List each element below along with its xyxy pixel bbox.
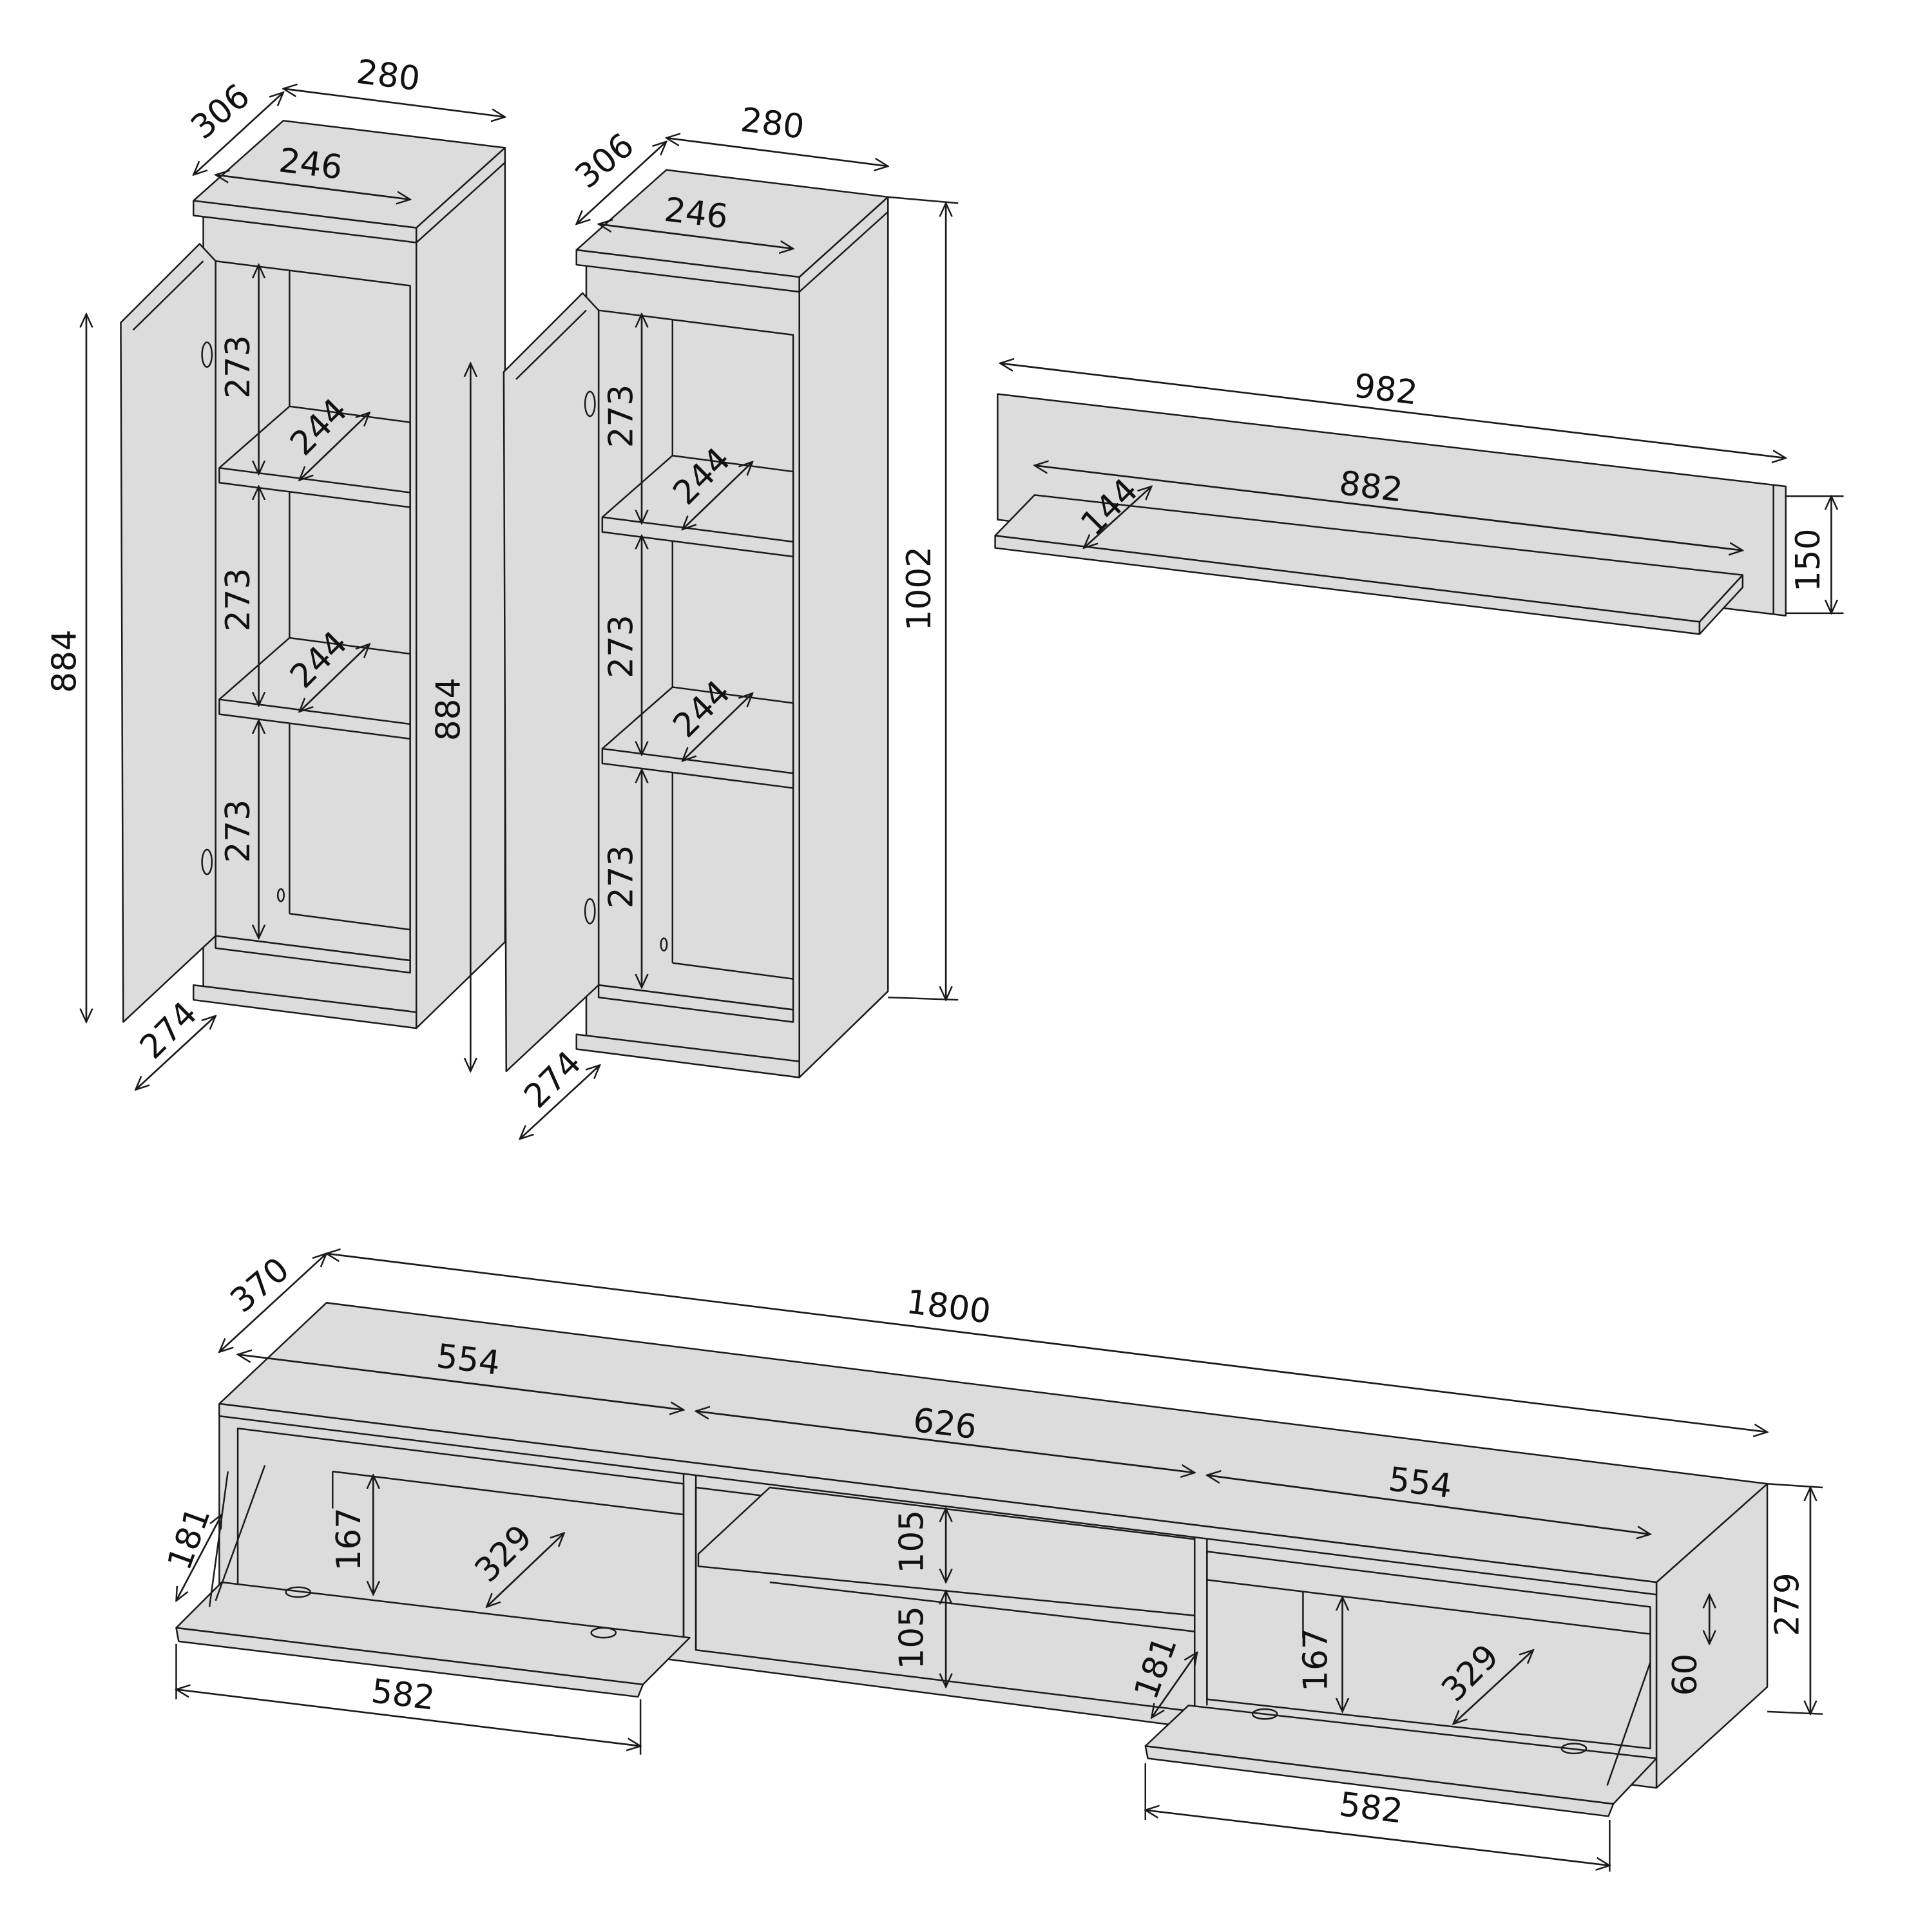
- dim-cab-right-width: 280: [738, 100, 806, 147]
- dim-tv-middle-upper-height: 105: [892, 1510, 931, 1573]
- dim-cab-left-gap-3: 273: [219, 799, 258, 863]
- dim-tv-middle-lower-height: 105: [892, 1606, 931, 1669]
- dim-shelf-inner-width: 882: [1337, 464, 1405, 510]
- dim-cab-left-inner-width: 246: [277, 141, 345, 187]
- dim-cab-right-total-height: 1002: [900, 546, 939, 631]
- dim-cab-right-inner-width: 246: [662, 191, 730, 237]
- cabinet-left: 306 280 246 273 273 273 244 244 884 274: [45, 53, 504, 1090]
- dim-cab-left-door-height: 884: [45, 629, 84, 693]
- dim-tv-right-compartment: 554: [1386, 1460, 1454, 1506]
- dim-tv-width: 1800: [904, 1283, 993, 1332]
- dim-cab-right-depth: 306: [568, 126, 642, 196]
- dim-cab-left-depth: 306: [184, 77, 257, 147]
- wall-shelf: 982 882 144 150: [994, 363, 1844, 635]
- dim-tv-left-inner-height: 167: [330, 1507, 369, 1571]
- dim-cab-left-gap-1: 273: [219, 335, 258, 398]
- dim-tv-depth: 370: [223, 1250, 296, 1320]
- cabinet-right: 306 280 246 273 273 273 244 244 884 274 …: [430, 100, 959, 1139]
- dim-cab-right-door-depth: 274: [517, 1044, 589, 1116]
- dim-tv-left-compartment: 554: [434, 1337, 502, 1383]
- dim-cab-right-door-height: 884: [430, 678, 468, 741]
- dim-tv-right-inner-height: 167: [1296, 1628, 1335, 1691]
- dim-shelf-width: 982: [1352, 367, 1419, 413]
- dim-shelf-height: 150: [1789, 528, 1828, 591]
- dim-cab-left-door-depth: 274: [133, 995, 205, 1067]
- dim-tv-right-flap-width: 582: [1337, 1785, 1405, 1832]
- dim-cab-right-gap-3: 273: [602, 845, 640, 908]
- dim-cab-right-gap-2: 273: [602, 615, 640, 678]
- dim-cab-right-gap-1: 273: [602, 385, 640, 448]
- dim-tv-left-flap-depth: 181: [160, 1502, 218, 1575]
- dim-tv-middle-compartment: 626: [911, 1401, 979, 1448]
- dim-cab-left-gap-2: 273: [219, 568, 258, 631]
- tv-stand: 370 1800 554 626 554 181 167 329 105 105…: [160, 1250, 1823, 1872]
- dim-tv-total-height: 279: [1768, 1573, 1807, 1636]
- dim-cab-left-width: 280: [354, 53, 422, 99]
- dim-tv-left-flap-width: 582: [369, 1672, 437, 1718]
- dim-tv-leg-height: 60: [1666, 1654, 1705, 1696]
